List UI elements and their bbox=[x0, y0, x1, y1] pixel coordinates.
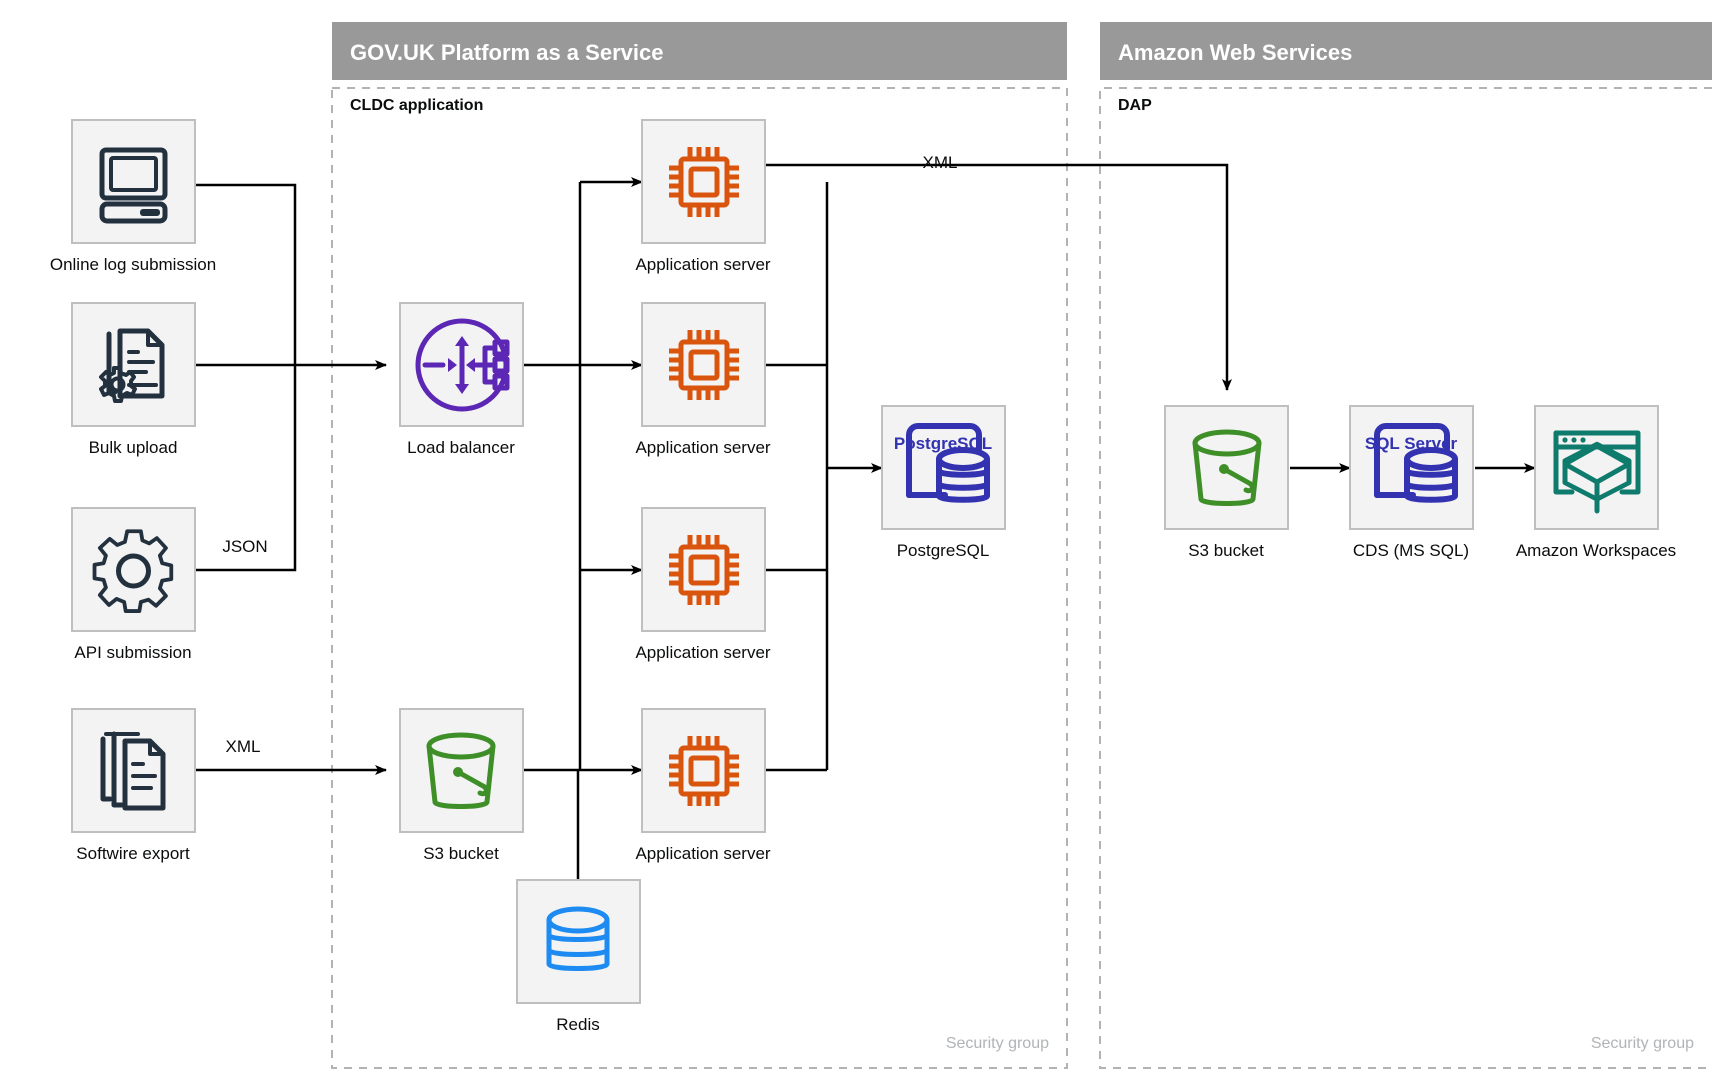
connectors bbox=[195, 163, 1536, 880]
cpu-chip-icon bbox=[669, 330, 739, 400]
s3-bucket-icon bbox=[426, 732, 496, 809]
node-box-bulk-upload bbox=[71, 302, 196, 427]
edge-label-xml-appserver: XML bbox=[923, 153, 958, 172]
security-group-label-paas: Security group bbox=[946, 1035, 1049, 1052]
conn-online-log-to-bus bbox=[195, 183, 297, 365]
node-box-softwire-export bbox=[71, 708, 196, 833]
sql-server-icon: SQL Server bbox=[1365, 423, 1458, 503]
node-box-app-server-3 bbox=[641, 507, 766, 632]
node-label-app-server-3: Application server bbox=[635, 643, 770, 662]
node-cds-ms-sql[interactable]: SQL Server CDS (MS SQL) bbox=[1349, 405, 1474, 560]
group-govuk-paas: GOV.UK Platform as a Service CLDC applic… bbox=[331, 22, 1068, 1069]
conn-api-submission-to-bus bbox=[195, 365, 297, 572]
group-header-paas-title: GOV.UK Platform as a Service bbox=[350, 40, 663, 65]
conn-app-server-1-xml-to-s3 bbox=[765, 163, 1232, 391]
node-label-s3-bucket-paas: S3 bucket bbox=[423, 844, 499, 863]
group-header-aws-title: Amazon Web Services bbox=[1118, 40, 1352, 65]
security-group-box-paas bbox=[331, 87, 1068, 1069]
node-app-server-3[interactable]: Application server bbox=[635, 507, 771, 662]
node-label-bulk-upload: Bulk upload bbox=[89, 438, 178, 457]
node-app-server-4[interactable]: Application server bbox=[635, 708, 771, 863]
gear-icon bbox=[92, 529, 174, 613]
node-box-app-server-2 bbox=[641, 302, 766, 427]
load-balancer-icon bbox=[415, 318, 510, 412]
node-online-log-submission[interactable]: Online log submission bbox=[50, 119, 216, 274]
group-sub-label-dap: DAP bbox=[1118, 97, 1152, 114]
node-box-app-server-4 bbox=[641, 708, 766, 833]
documents-stack-icon bbox=[100, 731, 166, 811]
node-label-softwire-export: Softwire export bbox=[76, 844, 190, 863]
node-box-online-log-submission bbox=[71, 119, 196, 244]
db-cylinder-glyph bbox=[1404, 447, 1458, 503]
database-cylinder-icon bbox=[546, 906, 610, 971]
node-s3-bucket-aws[interactable]: S3 bucket bbox=[1164, 405, 1289, 560]
edge-label-xml-softwire: XML bbox=[226, 737, 261, 756]
group-sub-label-cldc: CLDC application bbox=[350, 97, 483, 114]
node-label-app-server-4: Application server bbox=[635, 844, 770, 863]
node-load-balancer[interactable]: Load balancer bbox=[399, 302, 524, 457]
cpu-chip-icon bbox=[669, 147, 739, 217]
security-group-box-aws bbox=[1099, 87, 1712, 1069]
security-group-label-aws: Security group bbox=[1591, 1035, 1694, 1052]
edge-label-json: JSON bbox=[222, 537, 267, 556]
node-redis[interactable]: Redis bbox=[516, 879, 641, 1034]
node-label-postgresql: PostgreSQL bbox=[897, 541, 990, 560]
node-label-app-server-2: Application server bbox=[635, 438, 770, 457]
node-label-online-log-submission: Online log submission bbox=[50, 255, 216, 274]
node-amazon-workspaces[interactable]: Amazon Workspaces bbox=[1516, 405, 1676, 560]
node-label-api-submission: API submission bbox=[74, 643, 191, 662]
node-box-app-server-1 bbox=[641, 119, 766, 244]
node-label-load-balancer: Load balancer bbox=[407, 438, 515, 457]
node-label-redis: Redis bbox=[556, 1015, 599, 1034]
cpu-chip-icon bbox=[669, 736, 739, 806]
group-amazon-web-services: Amazon Web Services DAP Security group bbox=[1099, 22, 1712, 1069]
node-softwire-export[interactable]: Softwire export bbox=[71, 708, 196, 863]
document-gear-icon bbox=[99, 328, 165, 403]
group-header-aws-bar bbox=[1100, 22, 1712, 80]
cpu-chip-icon bbox=[669, 535, 739, 605]
node-app-server-2[interactable]: Application server bbox=[635, 302, 771, 457]
group-header-paas-bar bbox=[332, 22, 1067, 80]
node-label-app-server-1: Application server bbox=[635, 255, 770, 274]
node-label-cds-ms-sql: CDS (MS SQL) bbox=[1353, 541, 1469, 560]
desktop-computer-icon bbox=[99, 147, 168, 224]
node-app-server-1[interactable]: Application server bbox=[635, 119, 771, 274]
node-label-s3-bucket-aws: S3 bucket bbox=[1188, 541, 1264, 560]
node-postgresql[interactable]: PostgreSQL PostgreSQL bbox=[881, 405, 1006, 560]
node-label-amazon-workspaces: Amazon Workspaces bbox=[1516, 541, 1676, 560]
node-api-submission[interactable]: API submission bbox=[71, 507, 196, 662]
postgresql-icon: PostgreSQL bbox=[894, 423, 992, 503]
workspaces-cube-icon bbox=[1553, 430, 1641, 514]
node-bulk-upload[interactable]: Bulk upload bbox=[71, 302, 196, 457]
node-s3-bucket-paas[interactable]: S3 bucket bbox=[399, 708, 524, 863]
s3-bucket-icon bbox=[1192, 429, 1262, 506]
db-cylinder-glyph bbox=[936, 447, 990, 503]
